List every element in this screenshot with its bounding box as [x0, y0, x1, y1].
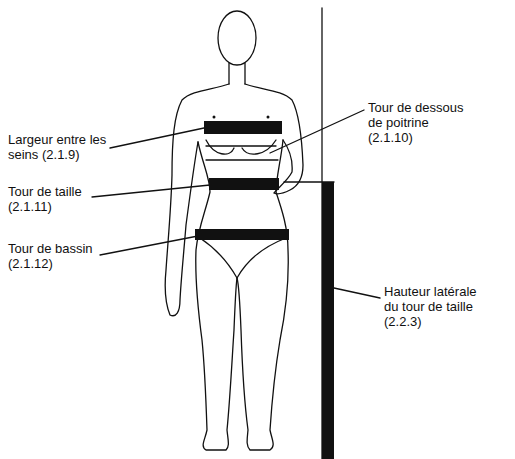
leader-line — [100, 236, 198, 255]
right-arm-outline — [245, 84, 303, 194]
measurement-label: Tour de bassin (2.1.12) — [8, 241, 103, 271]
leader-line — [110, 128, 204, 148]
measurement-label: Tour de dessous de poitrine (2.1.10) — [368, 100, 468, 145]
measurement-label: Largeur entre les seins (2.1.9) — [8, 132, 108, 162]
measurement-label: Hauteur latérale du tour de taille (2.2.… — [384, 284, 494, 329]
bust-width-bar — [204, 121, 282, 134]
nipple-dot — [213, 116, 216, 119]
leader-line — [334, 288, 380, 298]
nipple-dot — [267, 116, 270, 119]
neck-outline — [229, 63, 245, 84]
hip-bar — [195, 229, 289, 240]
underbust-band-outline — [206, 146, 278, 160]
waist-bar — [209, 178, 279, 190]
leader-line — [270, 110, 364, 153]
head-outline — [218, 11, 256, 65]
brief-outline — [200, 238, 286, 278]
left-arm-outline — [165, 84, 229, 316]
measurement-label: Tour de taille (2.1.11) — [8, 184, 93, 214]
waist-height-bar — [322, 182, 334, 459]
bust-outline — [206, 140, 276, 154]
leader-line — [92, 185, 210, 197]
